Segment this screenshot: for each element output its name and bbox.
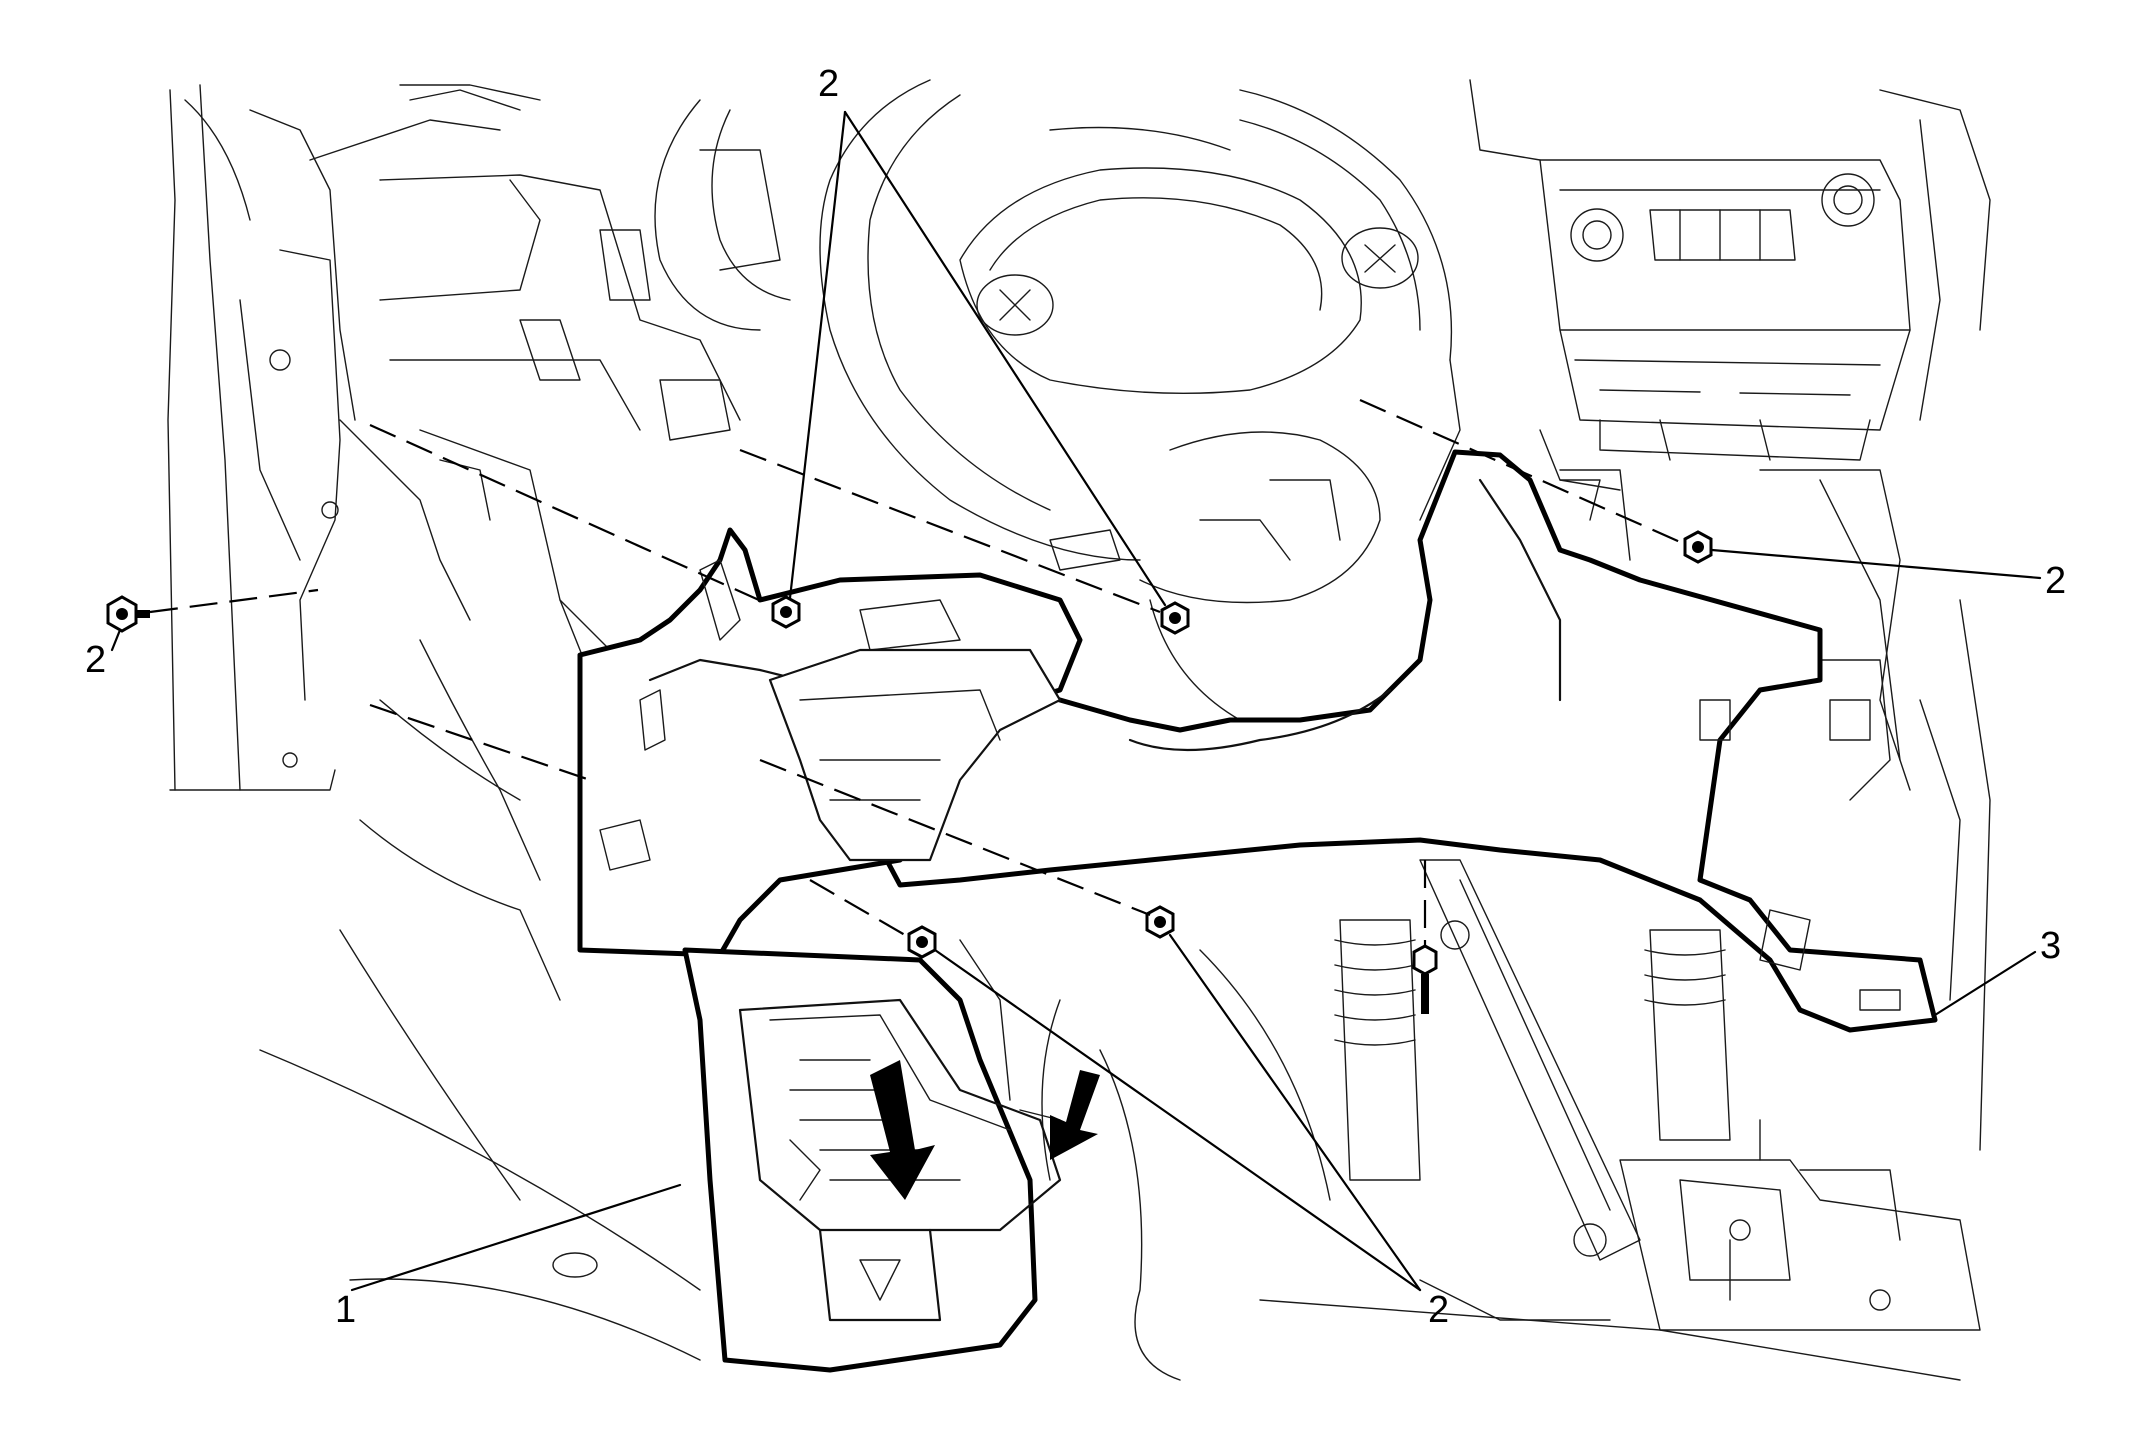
callout-2-right: 2 (2045, 560, 2066, 602)
bolt-icon (106, 595, 150, 633)
inner-bracket (699, 529, 1121, 862)
callout-2-top: 2 (818, 63, 839, 105)
bolt-icon (907, 925, 937, 959)
fasteners (106, 530, 1713, 1014)
callout-labels: 2 2 2 2 1 3 (85, 63, 2066, 1331)
callout-2-bottom: 2 (1428, 1289, 1449, 1331)
down-arrow-icon (870, 1060, 1100, 1200)
callout-1: 1 (335, 1289, 356, 1331)
callout-2-left: 2 (85, 639, 106, 681)
callout-leaders (110, 110, 2042, 1292)
lower-trim-panel (857, 449, 1938, 1033)
bolt-icon (1145, 905, 1175, 939)
bolt-icon (1412, 944, 1438, 1014)
background-line-art (167, 79, 1991, 1381)
callout-3: 3 (2040, 925, 2061, 967)
bolt-icon (771, 595, 801, 629)
installation-lines (149, 398, 1681, 945)
bolt-icon (1683, 530, 1713, 564)
bolt-icon (1160, 601, 1190, 635)
